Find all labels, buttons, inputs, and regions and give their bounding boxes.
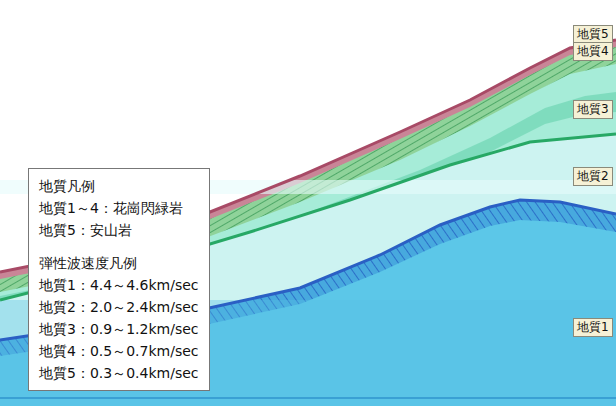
legend-entry: 地質5：0.3～0.4km/sec [39,362,199,384]
layer-1-top [0,200,616,406]
legend-entry: 地質1：4.4～4.6km/sec [39,274,199,296]
base-line [0,397,616,399]
legend-entry: 地質4：0.5～0.7km/sec [39,340,199,362]
layer-tag: 地質3 [573,100,613,119]
layer-5 [0,40,616,406]
legend-entry: 地質1～4：花崗閃緑岩 [39,197,199,219]
layer-label: 地質3 [577,102,609,117]
layer-label: 地質5 [577,27,609,42]
layer-tag: 地質1 [573,318,613,337]
legend-heading: 弾性波速度凡例 [39,252,199,274]
layer-label: 地質2 [577,169,609,184]
layer-2 [0,134,616,406]
legend-entry: 地質3：0.9～1.2km/sec [39,318,199,340]
layer-label: 地質1 [577,320,609,335]
legend-box: 地質凡例地質1～4：花崗閃緑岩地質5：安山岩弾性波速度凡例地質1：4.4～4.6… [28,168,210,391]
ground-surface [0,40,616,272]
legend-heading: 地質凡例 [39,175,199,197]
layer-tag: 地質2 [573,167,613,186]
layer-3 [0,64,616,406]
layer-4 [0,47,616,406]
legend-entry: 地質5：安山岩 [39,219,199,241]
layer-tag: 地質4 [573,42,613,61]
layer-label: 地質4 [577,44,609,59]
legend-entry: 地質2：2.0～2.4km/sec [39,296,199,318]
